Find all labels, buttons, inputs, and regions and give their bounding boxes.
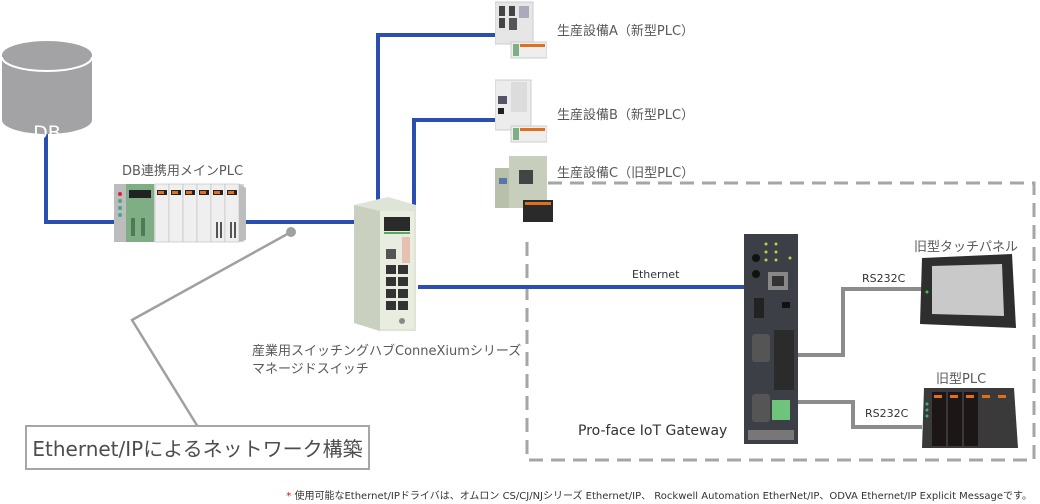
ethernet-line-db-plc — [44, 132, 115, 224]
iot-gateway-icon — [744, 234, 798, 444]
network-switch-icon — [354, 197, 416, 331]
production-machine-icon — [495, 79, 547, 143]
footnote: * 使用可能なEthernet/IPドライバは、オムロン CS/CJ/NJシリー… — [0, 487, 1032, 502]
switch-label-line1: 産業用スイッチングハブConneXiumシリーズ — [252, 344, 522, 359]
switch-label-line2: マネージドスイッチ — [252, 362, 369, 377]
legacy-plc-label: 旧型PLC — [936, 372, 987, 387]
callout-pointer — [130, 230, 292, 428]
database-cylinder-icon — [2, 41, 92, 134]
touch-panel-icon — [920, 254, 1016, 328]
equipment-c-label: 生産設備C（旧型PLC） — [557, 166, 695, 181]
production-machine-icon — [495, 156, 553, 222]
database-label: DB — [33, 122, 61, 144]
legacy-plc-icon — [922, 388, 1018, 448]
plc-rack-icon — [114, 183, 246, 243]
rs232c-line-legacy-plc — [780, 400, 922, 429]
ethernet-line-switch-equipA — [376, 33, 496, 200]
touch-panel-label: 旧型タッチパネル — [914, 240, 1019, 255]
rs232c-plc-label: RS232C — [865, 407, 909, 420]
network-callout-box: Ethernet/IPによるネットワーク構築 — [25, 425, 370, 470]
footnote-text: 使用可能なEthernet/IPドライバは、オムロン CS/CJ/NJシリーズ … — [291, 491, 1032, 502]
legacy-area-dashed-border — [525, 181, 1036, 462]
ethernet-line-switch-equipB — [412, 118, 496, 210]
callout-pointer-dot — [286, 227, 296, 237]
footnote-star: * — [286, 491, 292, 502]
ethernet-link-label: Ethernet — [632, 268, 680, 281]
rs232c-line-touch-panel — [790, 287, 921, 357]
production-machine-icon — [495, 1, 547, 59]
database-node: DB — [2, 40, 92, 144]
main-plc-label: DB連携用メインPLC — [122, 164, 244, 179]
gateway-label: Pro-face IoT Gateway — [578, 423, 728, 439]
rs232c-touch-label: RS232C — [862, 272, 906, 285]
equipment-a-label: 生産設備A（新型PLC） — [557, 24, 695, 39]
equipment-b-label: 生産設備B（新型PLC） — [557, 108, 695, 123]
